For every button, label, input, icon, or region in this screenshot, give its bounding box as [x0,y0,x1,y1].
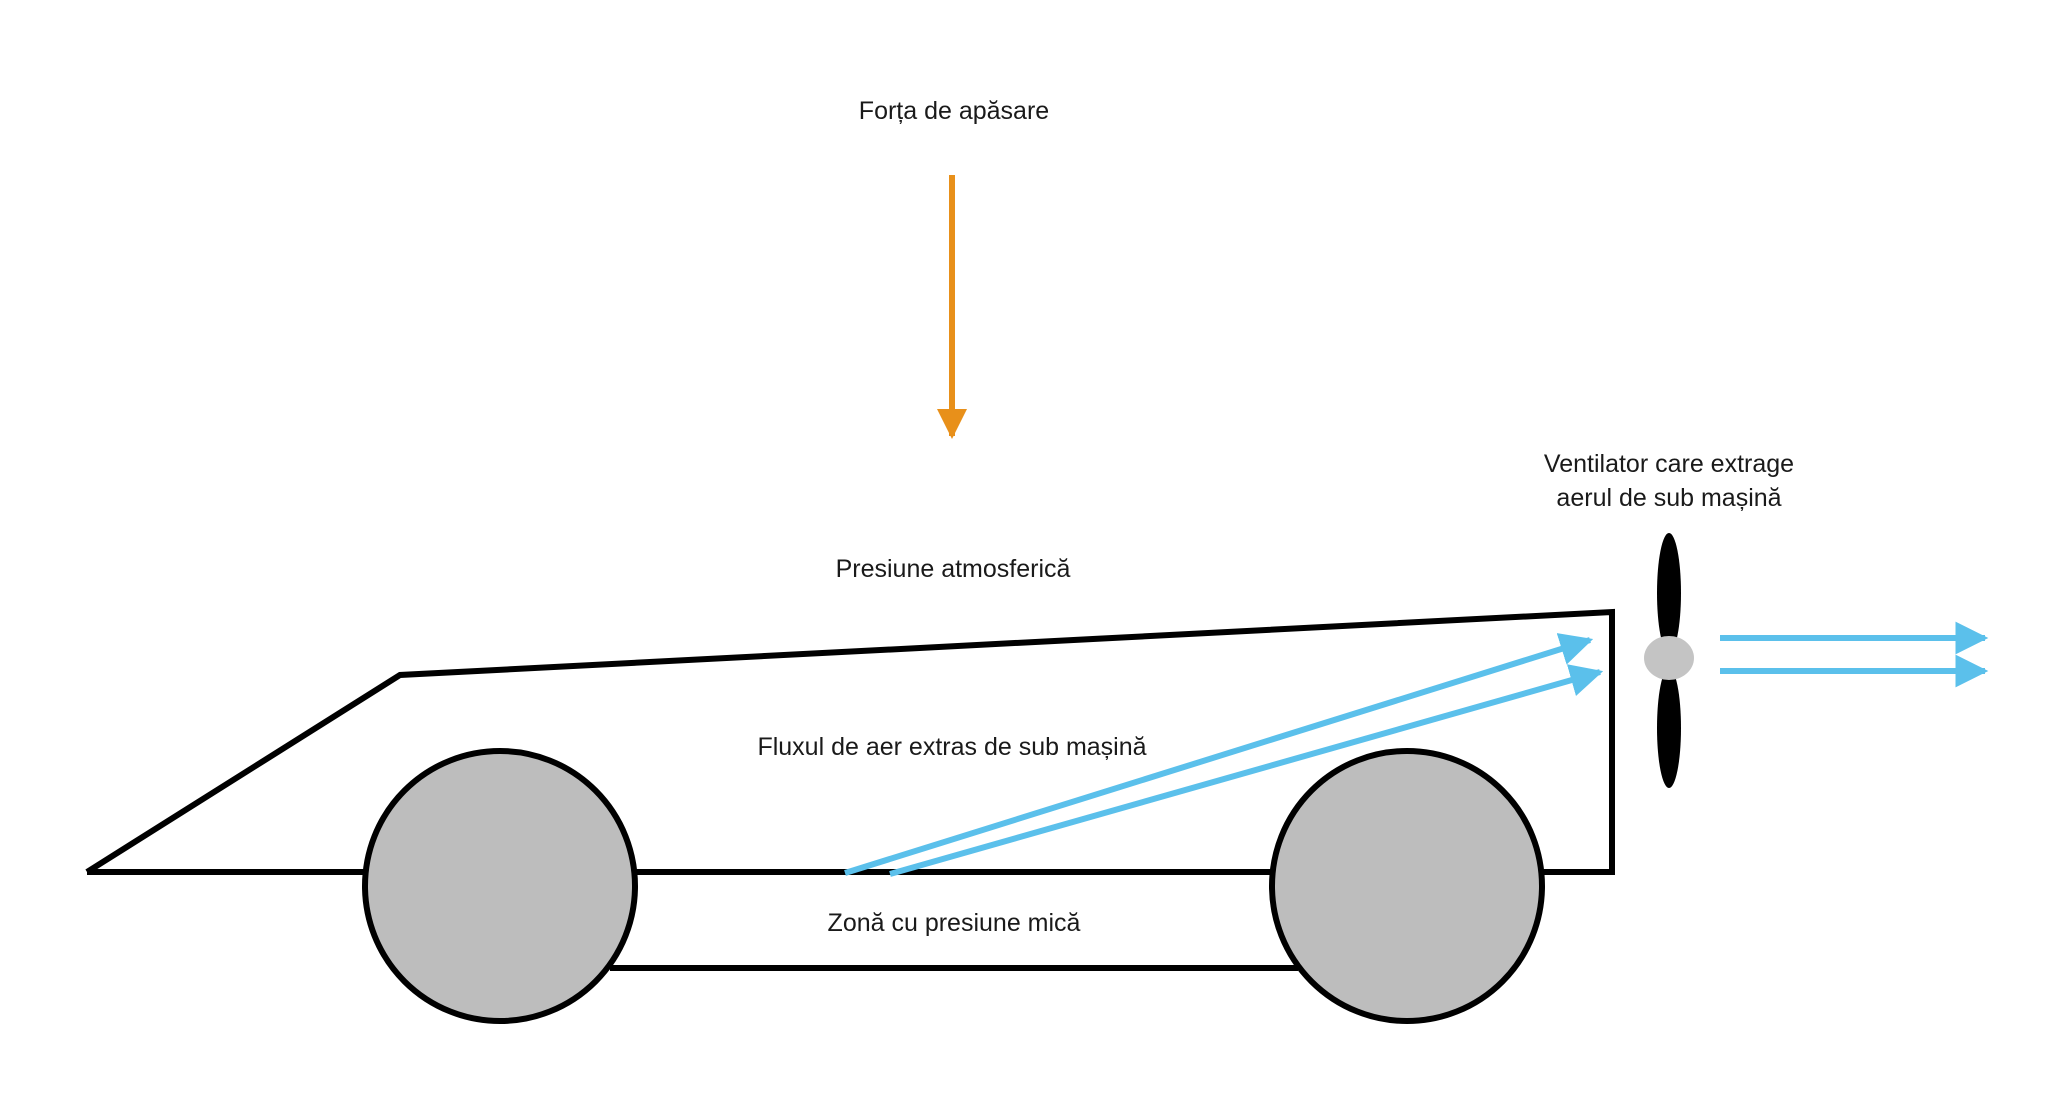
downforce-label: Forța de apăsare [858,97,1050,125]
low-pressure-zone-label: Zonă cu presiune mică [827,909,1081,937]
car-body-outline [85,608,1615,875]
airflow-label: Fluxul de aer extras de sub mașină [757,733,1147,761]
propeller-blade-top [1657,533,1681,653]
propeller-blade-bottom [1657,668,1681,788]
airflow-arrow-lower [889,664,1604,877]
fan-label-line1: Ventilator care extrage [1543,450,1795,478]
fan-label-line2: aerul de sub mașină [1556,484,1782,512]
propeller-hub [1644,636,1694,680]
airflow-arrow-upper [844,633,1594,876]
front-wheel [362,748,638,1024]
atmospheric-pressure-label: Presiune atmosferică [835,555,1071,583]
rear-wheel [1269,748,1545,1024]
propeller-icon [1644,533,1694,788]
